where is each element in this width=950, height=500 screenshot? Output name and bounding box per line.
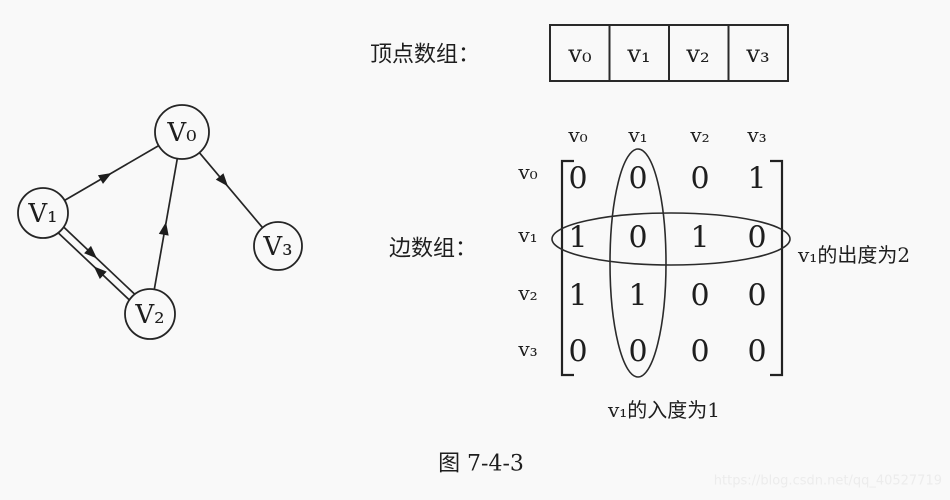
edge-v1-v2 <box>63 226 136 295</box>
matrix-cell-r1-c1: 0 <box>628 221 647 256</box>
vertex-label-v0: V₀ <box>166 118 196 148</box>
matrix-col-header-v1: v₁ <box>627 123 647 147</box>
matrix-col-header-v3: v₃ <box>746 123 766 147</box>
vertex-circle-v3 <box>253 221 303 271</box>
matrix-cell-r3-c3: 0 <box>747 335 766 370</box>
matrix-right-bracket <box>770 159 784 377</box>
matrix-cell-r3-c1: 0 <box>628 335 647 370</box>
matrix-cell-r0-c0: 0 <box>568 162 587 197</box>
in-degree-note: v₁的入度为1 <box>607 398 720 422</box>
edge-array-matrix: 边数组： v₀ v₁ v₂ v₃ v₀ v₁ v₂ v₃ 0 0 0 1 1 0… <box>389 123 910 422</box>
vertex-array-label: 顶点数组： <box>370 43 480 68</box>
vertex-circle-v1 <box>17 187 69 239</box>
vertex-label-v3: V₃ <box>262 232 292 262</box>
matrix-left-bracket <box>560 159 574 377</box>
matrix-row-header-v1: v₁ <box>517 223 537 247</box>
matrix-cell-r2-c3: 0 <box>747 279 766 314</box>
matrix-cell-r2-c2: 0 <box>690 279 709 314</box>
matrix-col-header-v2: v₂ <box>689 123 709 147</box>
matrix-col-header-v0: v₀ <box>567 123 587 147</box>
vertex-array-cell-v1: v₁ <box>626 40 650 68</box>
vertex-array-cell-v2: v₂ <box>685 40 709 68</box>
arrowhead-v1-v2-icon <box>84 245 97 259</box>
vertex-array-cell-v3: v₃ <box>745 40 769 68</box>
arrowhead-v2-v1-icon <box>93 266 107 279</box>
matrix-cell-r1-c2: 1 <box>690 221 709 256</box>
arrowhead-v0-v3-icon <box>215 173 228 187</box>
matrix-cell-r1-c3: 0 <box>747 221 766 256</box>
watermark: https://blog.csdn.net/qq_40527719 <box>714 474 942 489</box>
vertex-array-cell-v0: v₀ <box>567 40 591 68</box>
arrowhead-v2-v0-icon <box>158 222 169 236</box>
matrix-cell-r3-c2: 0 <box>690 335 709 370</box>
edge-v1-v0 <box>64 144 160 202</box>
vertex-label-v1: V₁ <box>27 199 57 229</box>
matrix-cell-r2-c0: 1 <box>568 279 587 314</box>
out-degree-note: v₁的出度为2 <box>797 243 910 267</box>
directed-graph: V₀ V₁ V₂ V₃ <box>17 104 303 340</box>
vertex-circle-v0 <box>154 104 210 160</box>
edge-v0-v3 <box>198 152 264 229</box>
matrix-cell-r0-c3: 1 <box>747 162 766 197</box>
vertex-circle-v2 <box>124 288 176 340</box>
matrix-cell-r0-c1: 0 <box>628 162 647 197</box>
row-v1-highlight-ellipse <box>551 212 791 266</box>
matrix-row-header-v2: v₂ <box>517 281 537 305</box>
matrix-cell-r2-c1: 1 <box>628 279 647 314</box>
vertex-label-v2: V₂ <box>134 300 164 330</box>
matrix-cell-r3-c0: 0 <box>568 335 587 370</box>
matrix-row-header-v3: v₃ <box>517 337 537 361</box>
figure-caption: 图 7-4-3 <box>438 452 524 477</box>
matrix-cell-r1-c0: 1 <box>568 221 587 256</box>
edge-v2-v1 <box>57 232 130 301</box>
arrowhead-v1-v0-icon <box>97 173 112 184</box>
edge-array-label: 边数组： <box>389 237 477 262</box>
matrix-cell-r0-c2: 0 <box>690 162 709 197</box>
column-v1-highlight-ellipse <box>609 148 667 378</box>
matrix-row-header-v0: v₀ <box>517 160 537 184</box>
vertex-array: 顶点数组： v₀ v₁ v₂ v₃ <box>370 24 789 82</box>
